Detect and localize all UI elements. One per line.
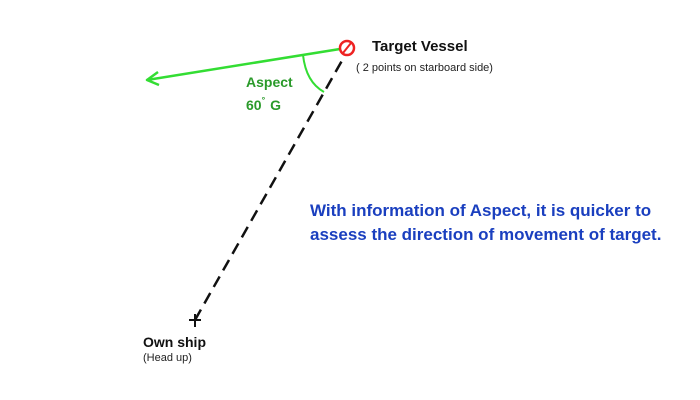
aspect-angle-arc xyxy=(302,54,325,93)
explanation-line-2: assess the direction of movement of targ… xyxy=(310,225,662,244)
aspect-label: Aspect xyxy=(246,74,293,90)
target-vessel-note: ( 2 points on starboard side) xyxy=(356,62,493,74)
own-ship-marker xyxy=(189,314,201,327)
target-heading-arrowhead xyxy=(145,70,160,87)
degree-symbol: ° xyxy=(261,95,266,105)
target-heading-line xyxy=(146,47,341,82)
line-of-sight xyxy=(193,49,350,321)
aspect-value-number: 60 xyxy=(246,97,262,113)
explanation-line-1: With information of Aspect, it is quicke… xyxy=(310,201,652,220)
aspect-value-suffix: G xyxy=(270,97,281,113)
explanation-message: With information of Aspect, it is quicke… xyxy=(310,199,680,247)
target-vessel-label: Target Vessel xyxy=(372,38,468,55)
target-vessel-marker xyxy=(338,39,356,57)
aspect-value: 60° G xyxy=(246,95,281,113)
own-ship-label: Own ship xyxy=(143,334,206,350)
own-ship-note: (Head up) xyxy=(143,352,192,364)
